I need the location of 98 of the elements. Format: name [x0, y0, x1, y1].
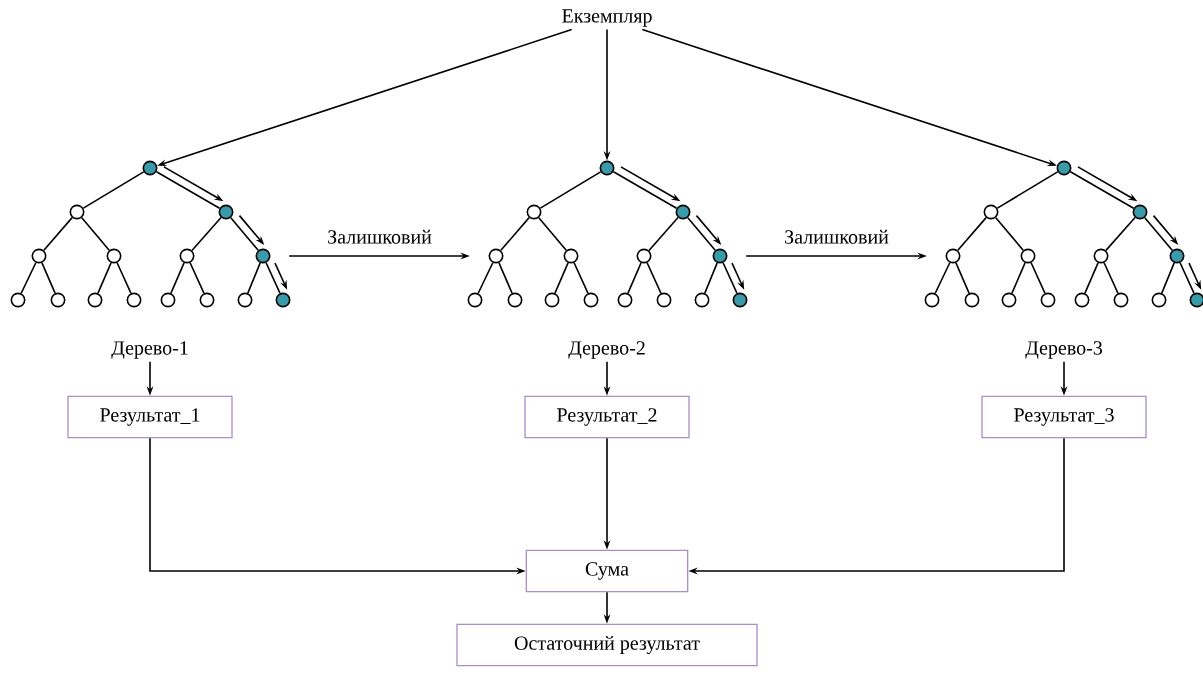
tree-branch	[1030, 262, 1046, 294]
sum-box: Сума	[525, 549, 689, 593]
tree-node	[126, 292, 142, 308]
tree-label: Дерево-1	[111, 341, 188, 359]
tree-branch	[477, 261, 494, 295]
tree-node	[1151, 292, 1167, 308]
tree-branch	[155, 170, 221, 210]
tree-branch	[934, 261, 951, 295]
tree-branch	[648, 216, 679, 252]
tree-node	[732, 292, 748, 308]
tree-node	[712, 248, 728, 264]
tree-branch	[1103, 262, 1119, 294]
tree-branch	[265, 262, 281, 294]
tree-branch	[1011, 262, 1026, 294]
edge-label: Залишковий	[325, 228, 434, 246]
tree-node	[945, 248, 961, 264]
tree-node	[50, 292, 66, 308]
tree-branch	[500, 216, 530, 252]
tree-node	[69, 204, 85, 220]
tree-branch	[995, 216, 1024, 252]
tree-node	[31, 248, 47, 264]
tree-branch	[957, 216, 987, 252]
tree-node	[583, 292, 599, 308]
tree-node	[179, 248, 195, 264]
tree-branch	[170, 262, 185, 294]
tree-node	[106, 248, 122, 264]
tree-branch	[687, 216, 716, 252]
tree-node	[255, 248, 271, 264]
tree-branch	[230, 216, 259, 252]
tree-branch	[612, 170, 678, 210]
tree-node	[656, 292, 672, 308]
tree-node	[488, 248, 504, 264]
tree-node	[526, 204, 542, 220]
tree-node	[218, 204, 234, 220]
tree-branch	[573, 262, 589, 294]
tree-branch	[116, 262, 132, 294]
tree-node	[599, 160, 615, 176]
tree-branch	[1179, 262, 1195, 294]
tree-node	[199, 292, 215, 308]
tree-branch	[82, 171, 145, 209]
tree-branch	[722, 262, 738, 294]
tree-branch	[704, 262, 718, 294]
tree-branch	[189, 262, 205, 294]
tree-branch	[1084, 262, 1099, 294]
tree-branch	[1144, 216, 1173, 252]
input-label: Екземпляр	[562, 9, 652, 27]
tree-node	[675, 204, 691, 220]
tree-node	[507, 292, 523, 308]
tree-label: Дерево-2	[568, 341, 645, 359]
tree-node	[1169, 248, 1185, 264]
tree-node	[563, 248, 579, 264]
tree-branch	[646, 262, 662, 294]
tree-node	[1040, 292, 1056, 308]
tree-branch	[554, 262, 569, 294]
tree-branch	[1105, 216, 1136, 252]
tree-branch	[81, 216, 110, 252]
result-box: Результат_3	[981, 395, 1147, 439]
tree-node	[964, 292, 980, 308]
tree-branch	[1161, 262, 1175, 294]
tree-node	[275, 292, 291, 308]
tree-node	[544, 292, 560, 308]
tree-node	[1001, 292, 1017, 308]
tree-branch	[538, 216, 567, 252]
tree-node	[10, 292, 26, 308]
output-box: Остаточний результат	[456, 623, 758, 667]
tree-node	[87, 292, 103, 308]
tree-branch	[20, 261, 37, 295]
tree-node	[237, 292, 253, 308]
tree-branch	[247, 262, 261, 294]
tree-branch	[97, 262, 112, 294]
tree-node	[924, 292, 940, 308]
tree-branch	[996, 171, 1059, 209]
tree-label: Дерево-3	[1025, 341, 1103, 359]
tree-node	[617, 292, 633, 308]
tree-branch	[41, 262, 56, 294]
tree-branch	[627, 262, 642, 294]
result-box: Результат_2	[524, 395, 690, 439]
tree-branch	[498, 262, 513, 294]
tree-branch	[191, 216, 222, 252]
tree-branch	[1069, 170, 1135, 210]
tree-branch	[955, 262, 970, 294]
tree-node	[160, 292, 176, 308]
tree-node	[694, 292, 710, 308]
tree-node	[1020, 248, 1036, 264]
tree-node	[1113, 292, 1129, 308]
tree-node	[1056, 160, 1072, 176]
tree-node	[983, 204, 999, 220]
tree-node	[142, 160, 158, 176]
tree-branch	[539, 171, 602, 209]
tree-node	[1132, 204, 1148, 220]
tree-node	[467, 292, 483, 308]
tree-node	[1189, 292, 1203, 308]
tree-node	[636, 248, 652, 264]
result-box: Результат_1	[67, 395, 233, 439]
edge-label: Залишковий	[782, 228, 891, 246]
tree-node	[1093, 248, 1109, 264]
tree-node	[1074, 292, 1090, 308]
tree-branch	[43, 216, 73, 252]
